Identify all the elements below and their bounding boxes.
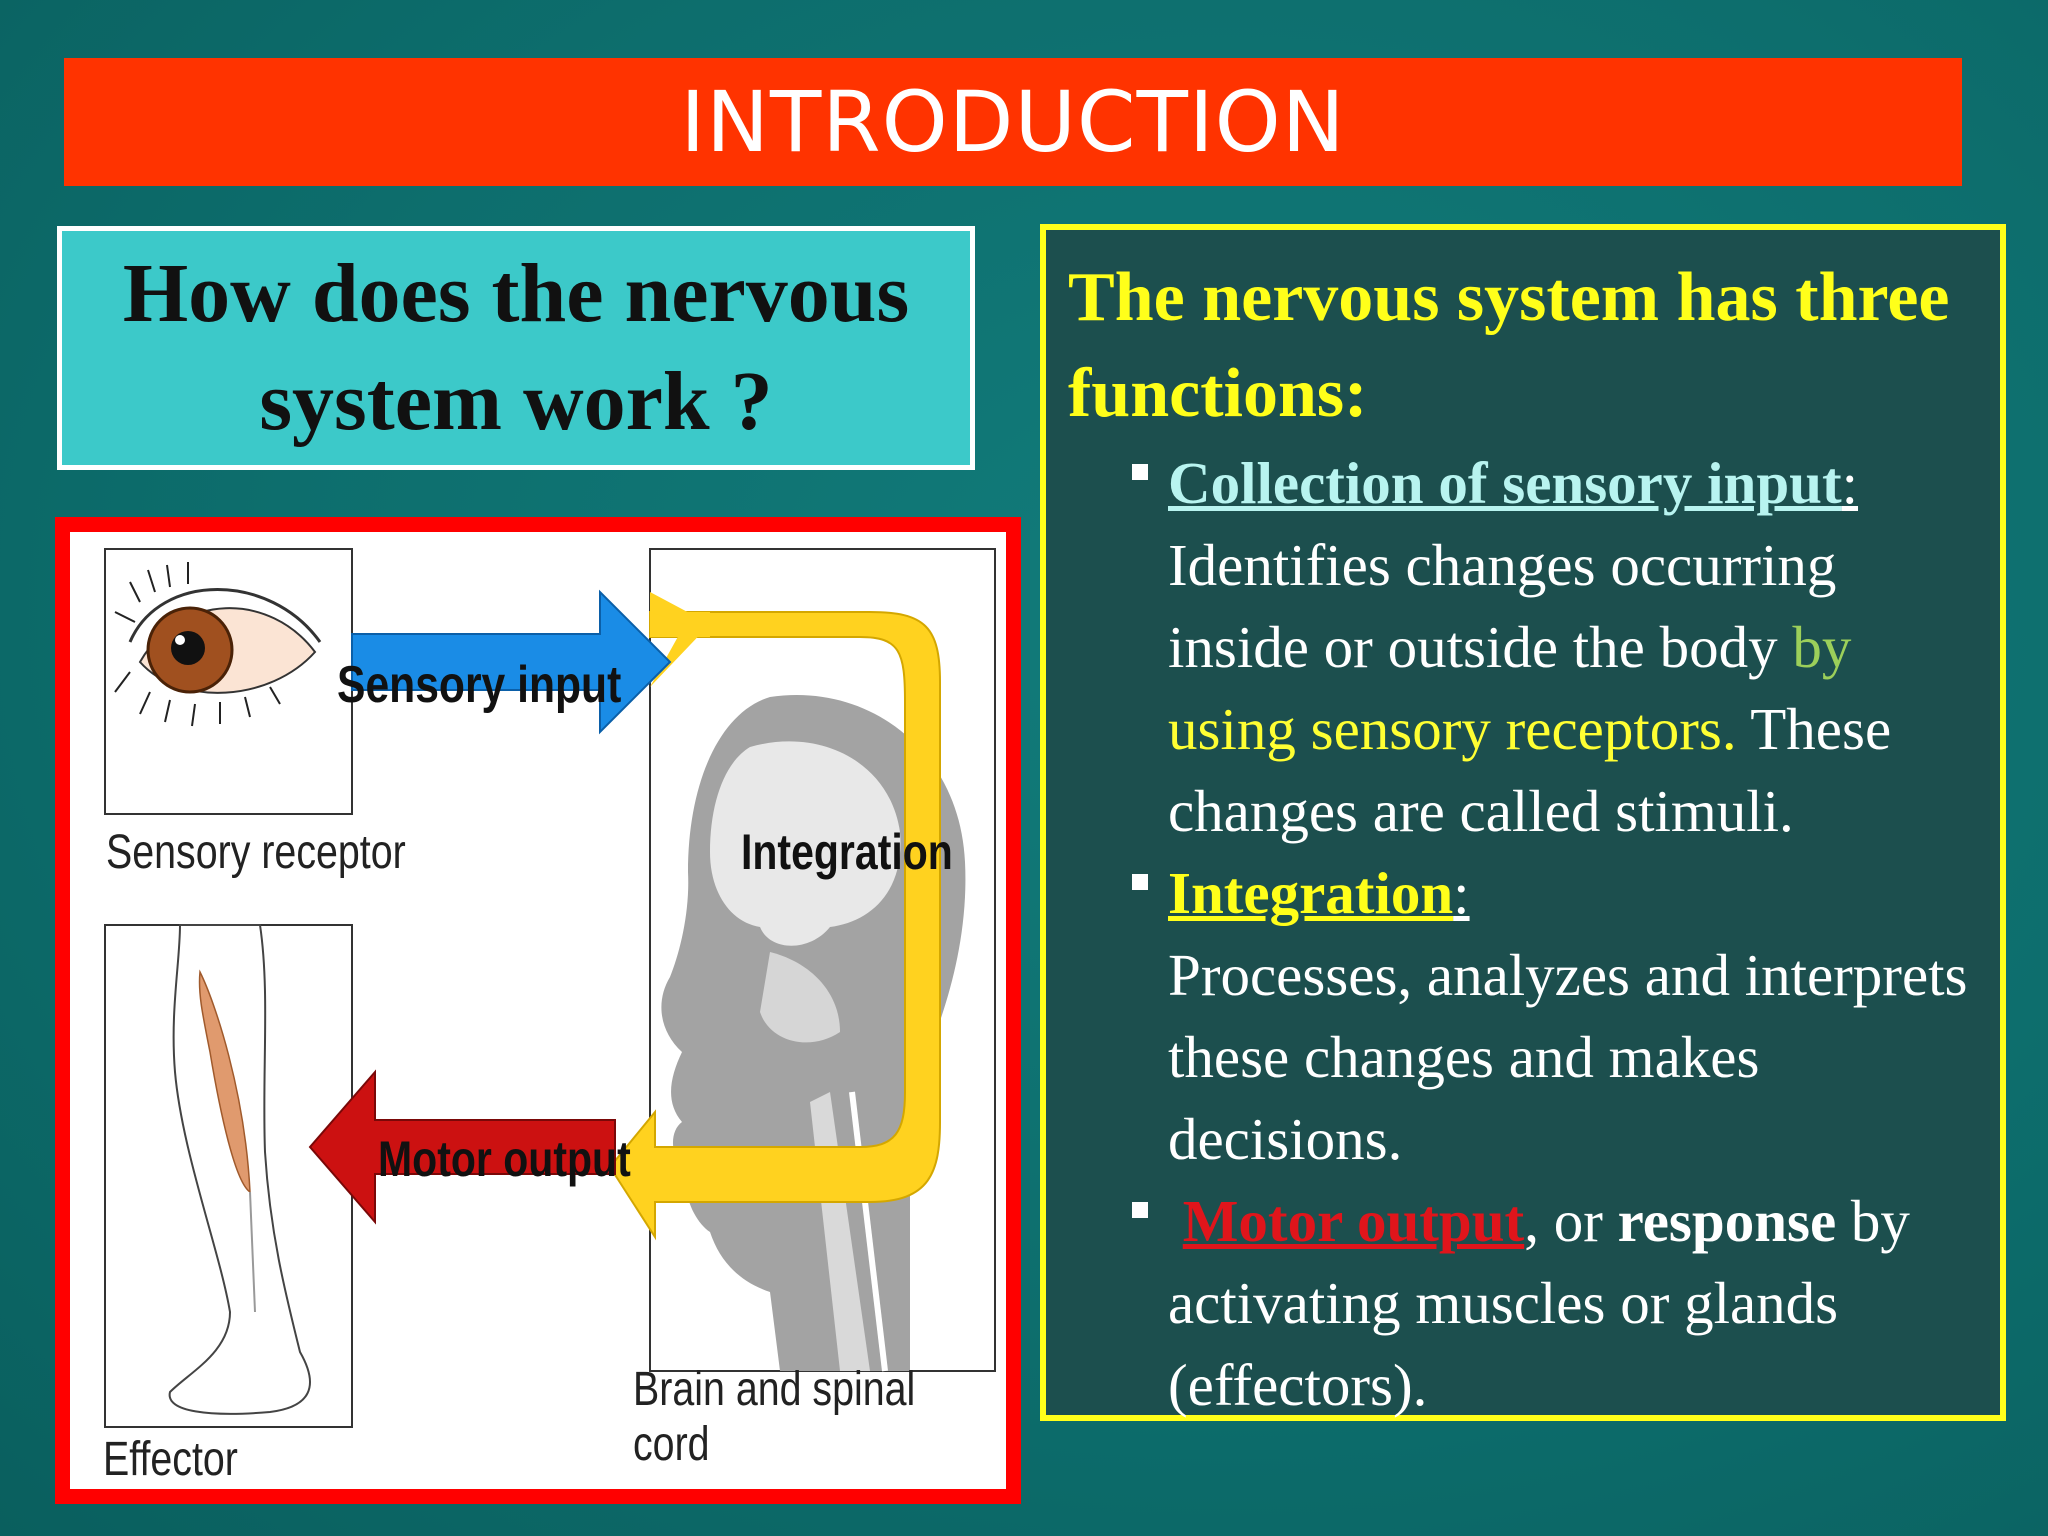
slide-title: INTRODUCTION bbox=[680, 73, 1346, 171]
question-box: How does the nervous system work ? bbox=[57, 226, 975, 470]
bullet-square-icon bbox=[1132, 874, 1148, 890]
bullet-square-icon bbox=[1132, 464, 1148, 480]
functions-box: The nervous system has three functions: … bbox=[1040, 224, 2006, 1421]
title-bar: INTRODUCTION bbox=[64, 58, 1962, 186]
motor-output-body: by activating muscles or glands (effecto… bbox=[1168, 1188, 1910, 1418]
function-item-integration: Integration: Processes, analyzes and int… bbox=[1068, 852, 1980, 1180]
sensory-input-body-green: by bbox=[1792, 614, 1852, 680]
functions-heading: The nervous system has three functions: bbox=[1068, 259, 1950, 432]
colon: : bbox=[1453, 860, 1470, 926]
function-item-motor-output: Motor output, or response by activating … bbox=[1068, 1180, 1980, 1426]
integration-body: Processes, analyzes and interprets these… bbox=[1168, 942, 1968, 1172]
colon: : bbox=[1841, 450, 1859, 516]
sensory-input-body-yellow: using sensory receptors. bbox=[1168, 696, 1737, 762]
leg-illustration bbox=[168, 924, 311, 1415]
sensory-input-title: Collection of sensory input bbox=[1168, 450, 1842, 516]
sensory-input-body: Identifies changes occurring inside or o… bbox=[1168, 532, 1837, 680]
integration-label: Integration bbox=[741, 824, 953, 880]
bullet-square-icon bbox=[1132, 1202, 1148, 1218]
question-text: How does the nervous system work ? bbox=[122, 247, 910, 448]
sensory-input-label: Sensory input bbox=[337, 656, 622, 714]
diagram-frame: Sensory input Integration Motor output S… bbox=[55, 517, 1021, 1504]
nervous-system-diagram: Sensory input Integration Motor output S… bbox=[70, 532, 1006, 1489]
integration-arrow bbox=[608, 611, 941, 1241]
diagram-illustration bbox=[104, 548, 996, 1428]
motor-output-arrow bbox=[308, 1069, 616, 1225]
response-text: response bbox=[1617, 1188, 1837, 1254]
brain-spinal-cord-label: Brain and spinal cord bbox=[633, 1363, 916, 1471]
effector-label: Effector bbox=[103, 1433, 238, 1486]
sensory-input-arrow bbox=[351, 589, 672, 735]
function-item-sensory-input: Collection of sensory input: Identifies … bbox=[1068, 442, 1980, 852]
sensory-input-body-end: These changes are called stimuli. bbox=[1168, 696, 1892, 844]
sensory-receptor-label: Sensory receptor bbox=[106, 826, 406, 879]
motor-output-label: Motor output bbox=[378, 1131, 631, 1187]
motor-output-title: Motor output bbox=[1182, 1188, 1525, 1254]
eye-illustration bbox=[114, 562, 322, 727]
integration-title: Integration bbox=[1168, 860, 1454, 926]
connector-text: , or bbox=[1524, 1188, 1618, 1254]
